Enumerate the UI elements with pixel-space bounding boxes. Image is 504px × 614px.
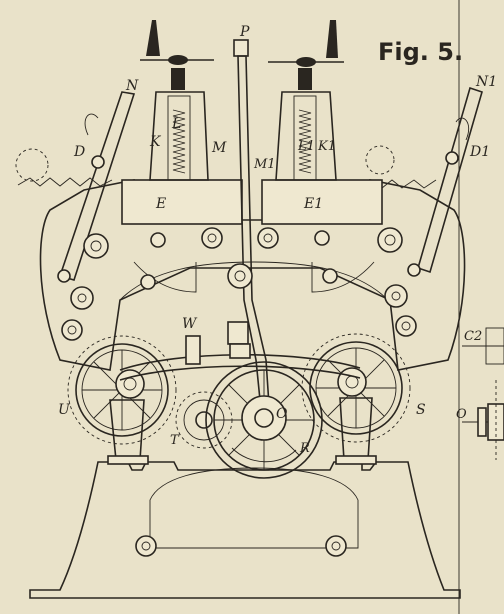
label-E: E: [155, 196, 166, 212]
right-screw-housing: [268, 20, 344, 181]
label-O-side: O: [456, 407, 467, 422]
levers: [57, 86, 483, 283]
label-D1: D1: [469, 144, 490, 160]
label-N1: N1: [475, 74, 497, 90]
box-E: [121, 179, 243, 225]
label-U: U: [58, 402, 71, 418]
cross-bar-W: [119, 321, 361, 381]
left-crank-handle: [146, 20, 160, 56]
figure-label: Fig. 5.: [378, 38, 463, 66]
label-M1: M1: [253, 157, 276, 172]
frame-gears: [61, 227, 417, 341]
label-L1: L1: [297, 139, 315, 154]
left-screw-housing: [140, 20, 214, 181]
box-E1: [261, 179, 383, 225]
label-E1: E1: [303, 196, 323, 212]
flywheel-R: [205, 361, 323, 479]
gear-brackets: [107, 397, 377, 465]
label-S: S: [416, 402, 426, 418]
gear-T: [175, 391, 233, 449]
label-L: L: [171, 116, 181, 132]
label-O: O: [276, 406, 288, 422]
label-T: T: [170, 433, 180, 448]
label-K1: K1: [317, 139, 336, 154]
machine-base: [29, 461, 461, 599]
label-C2: C2: [464, 329, 482, 344]
diagram-labels: Fig. 5. P N N1 D D1 L L1 K K1 M M1 E E1 …: [58, 24, 497, 456]
side-detail: [462, 327, 504, 460]
lever-N1: [417, 86, 483, 274]
lever-N: [58, 91, 136, 281]
right-crank-handle: [326, 20, 338, 58]
label-M: M: [211, 140, 227, 156]
label-D: D: [73, 144, 85, 160]
label-R: R: [299, 441, 310, 456]
label-K: K: [149, 134, 162, 150]
gear-S: [301, 333, 411, 443]
label-P: P: [239, 24, 250, 40]
label-W: W: [182, 316, 198, 332]
label-N: N: [125, 78, 139, 94]
gear-U: [67, 335, 177, 445]
